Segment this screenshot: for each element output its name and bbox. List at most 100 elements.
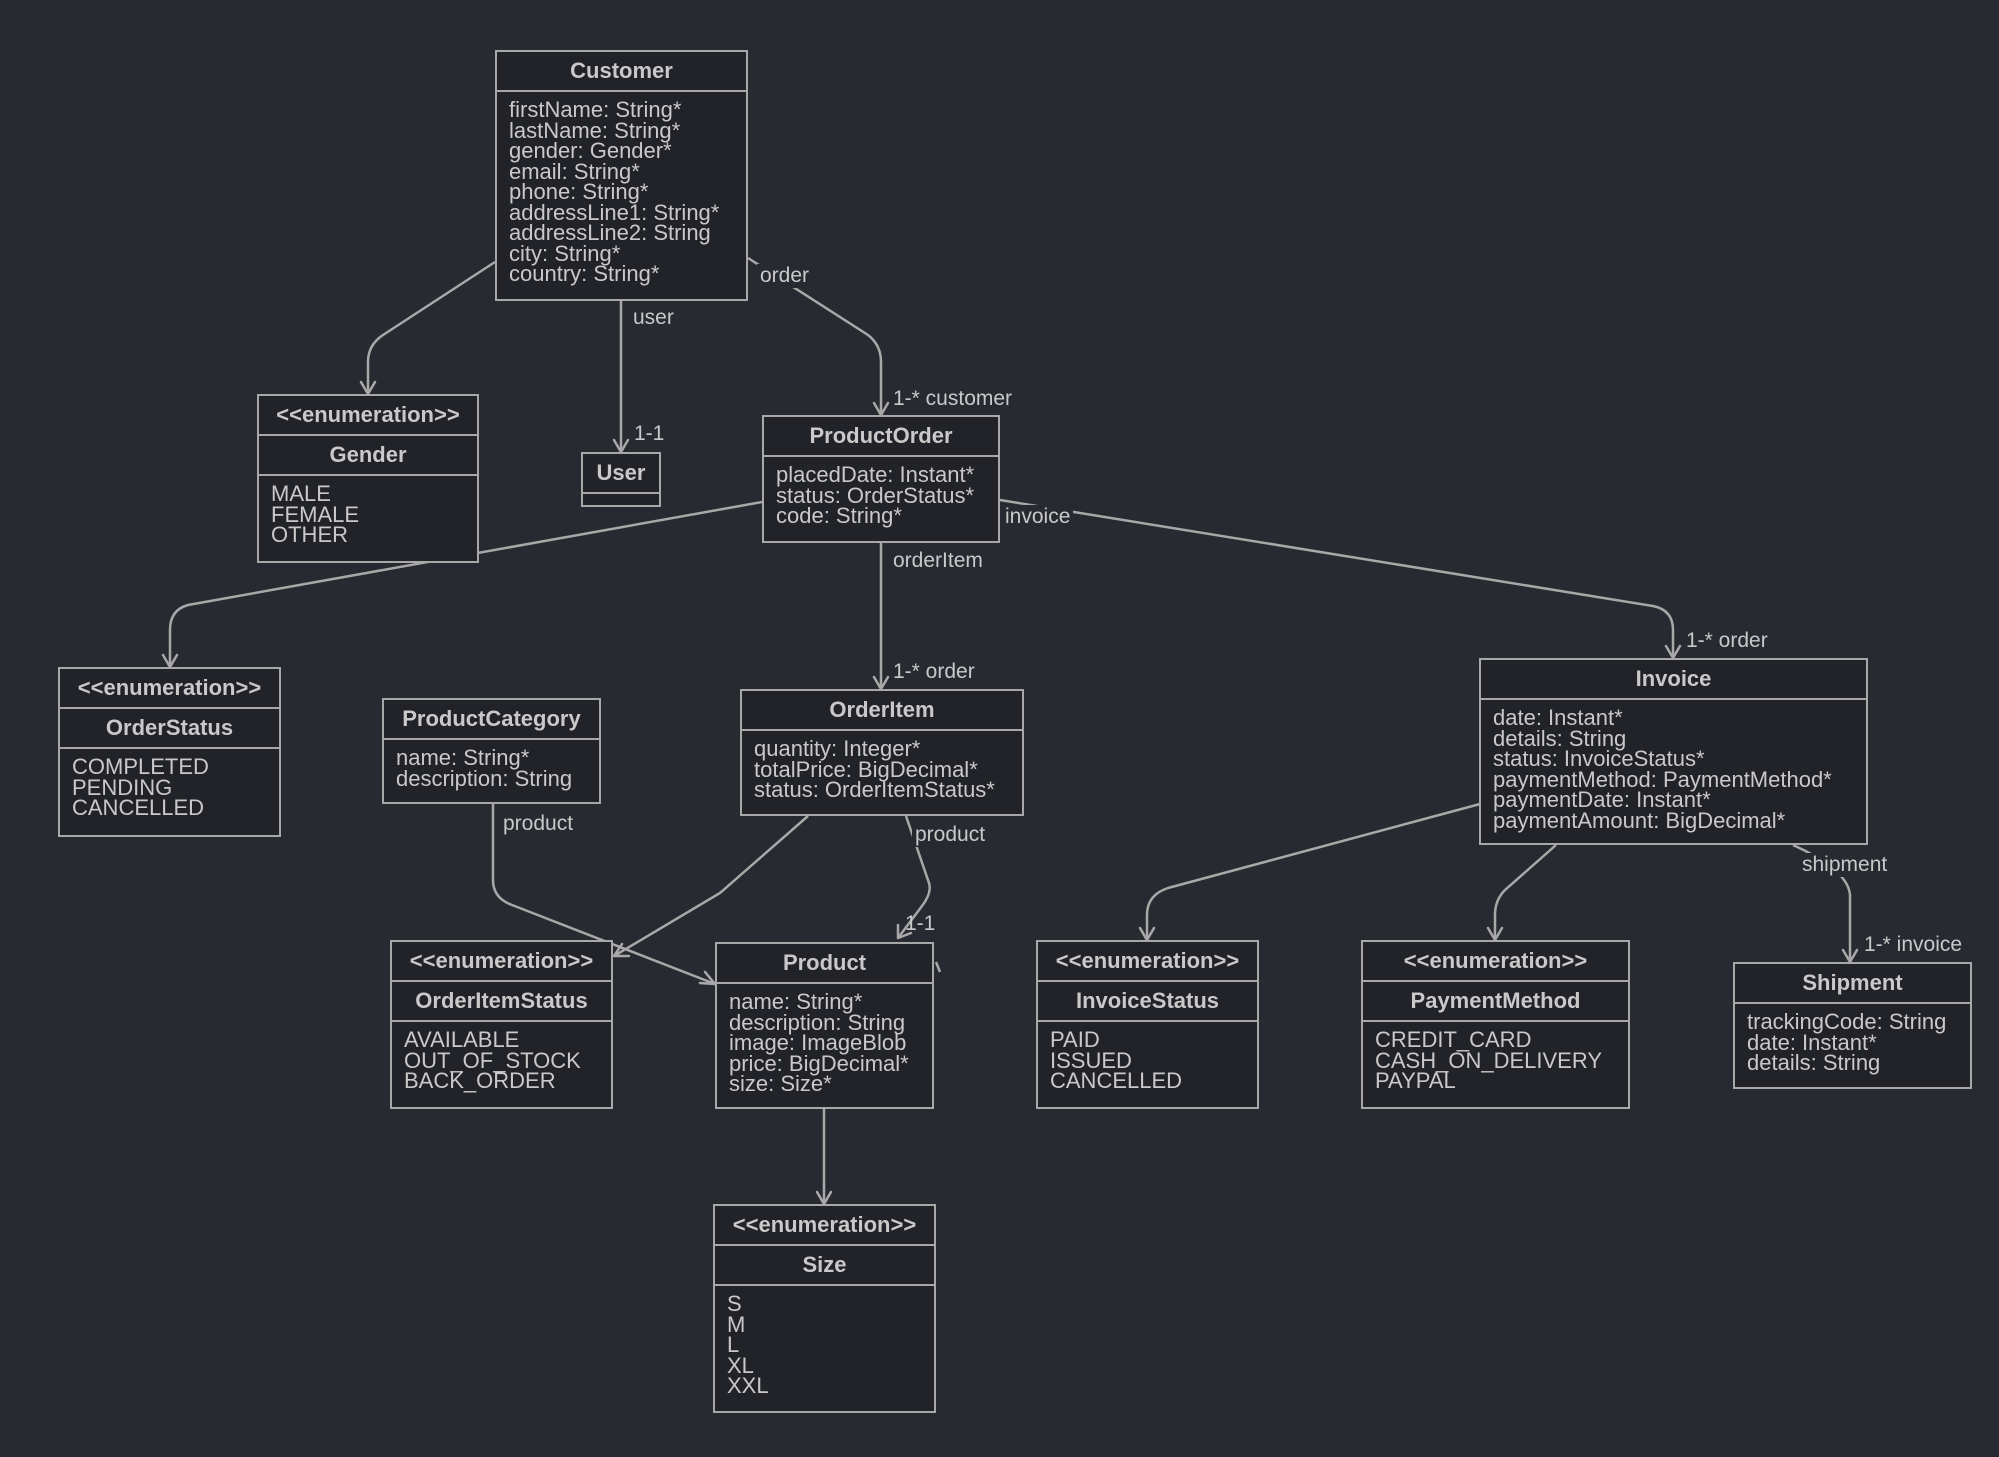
enum-paymentmethod[interactable]: <<enumeration>> PaymentMethod CREDIT_CAR… — [1361, 940, 1630, 1109]
enum-size-values: S M L XL XXL — [715, 1284, 934, 1403]
class-customer-attributes: firstName: String* lastName: String* gen… — [497, 90, 746, 291]
enum-orderitemstatus-stereotype: <<enumeration>> — [409, 948, 594, 973]
edge-orderitem-product — [897, 815, 931, 939]
class-customer[interactable]: Customer firstName: String* lastName: St… — [495, 50, 748, 301]
enum-orderitemstatus-name: OrderItemStatus — [392, 980, 611, 1020]
attribute: price: BigDecimal* — [729, 1050, 909, 1076]
class-user-name: User — [596, 460, 646, 485]
class-invoice[interactable]: Invoice date: Instant* details: String s… — [1479, 658, 1868, 845]
attribute: firstName: String* — [509, 97, 682, 122]
enum-value: L — [727, 1332, 740, 1357]
enum-value: AVAILABLE — [404, 1027, 520, 1052]
edge-label-invoice-shipment: shipment — [1799, 853, 1891, 877]
class-productorder-name: ProductOrder — [809, 423, 953, 448]
class-productcategory-name: ProductCategory — [402, 706, 581, 731]
enum-invoicestatus[interactable]: <<enumeration>> InvoiceStatus PAID ISSUE… — [1036, 940, 1259, 1109]
enum-value: CASH_ON_DELIVERY — [1375, 1047, 1603, 1073]
attribute: paymentMethod: PaymentMethod* — [1493, 766, 1832, 792]
class-invoice-name: Invoice — [1635, 666, 1712, 691]
edge-productcategory-product — [491, 804, 716, 986]
enum-value: CANCELLED — [1050, 1068, 1183, 1093]
class-orderitem-attributes: quantity: Integer* totalPrice: BigDecima… — [742, 729, 1022, 807]
edge-customer-productorder — [747, 256, 883, 413]
enum-paymentmethod-values: CREDIT_CARD CASH_ON_DELIVERY PAYPAL — [1363, 1020, 1628, 1098]
attribute: country: String* — [509, 261, 660, 286]
edge-label-shipment-invoice: 1-* invoice — [1861, 933, 1966, 957]
edge-label-order-customer: 1-* customer — [890, 387, 1016, 411]
enum-value: PAID — [1050, 1027, 1100, 1052]
attribute: date: Instant* — [1493, 705, 1623, 730]
enum-value: CREDIT_CARD — [1375, 1027, 1532, 1052]
enum-gender[interactable]: <<enumeration>> Gender MALE FEMALE OTHER — [257, 394, 479, 563]
attribute: date: Instant* — [1747, 1029, 1877, 1055]
class-shipment-attributes: trackingCode: String date: Instant* deta… — [1735, 1002, 1970, 1080]
enum-orderitemstatus[interactable]: <<enumeration>> OrderItemStatus AVAILABL… — [390, 940, 613, 1109]
edge-label-orderitem-product: product — [912, 823, 989, 847]
edge-invoice-paymentmethod — [1493, 844, 1557, 938]
edge-label-customer-user: user — [630, 306, 677, 330]
class-productorder-attributes: placedDate: Instant* status: OrderStatus… — [764, 455, 998, 533]
enum-invoicestatus-name: InvoiceStatus — [1038, 980, 1257, 1020]
edge-customer-gender — [366, 260, 496, 392]
attribute: details: String — [1747, 1050, 1881, 1075]
edge-productorder-orderstatus — [168, 500, 763, 665]
edge-label-customer-order: order — [757, 264, 813, 288]
attribute: email: String* — [509, 158, 640, 184]
edge-invoice-invoicestatus — [1145, 802, 1481, 938]
attribute: status: OrderStatus* — [776, 482, 975, 508]
enum-value: BACK_ORDER — [404, 1068, 556, 1093]
enum-value: S — [727, 1291, 742, 1316]
attribute: paymentAmount: BigDecimal* — [1493, 807, 1786, 833]
class-user-attributes — [583, 492, 659, 504]
class-productorder[interactable]: ProductOrder placedDate: Instant* status… — [762, 415, 1000, 543]
class-shipment-name: Shipment — [1802, 970, 1903, 995]
edge-tick — [934, 961, 942, 973]
edge-label-order-invoice: invoice — [1002, 505, 1074, 529]
enum-size-name: Size — [715, 1244, 934, 1284]
class-orderitem[interactable]: OrderItem quantity: Integer* totalPrice:… — [740, 689, 1024, 816]
enum-value: PENDING — [72, 774, 173, 800]
attribute: addressLine1: String* — [509, 199, 720, 225]
enum-gender-stereotype: <<enumeration>> — [276, 402, 460, 427]
attribute: phone: String* — [509, 179, 649, 204]
enum-orderstatus[interactable]: <<enumeration>> OrderStatus COMPLETED PE… — [58, 667, 281, 837]
attribute: size: Size* — [729, 1071, 832, 1096]
attribute: code: String* — [776, 503, 902, 528]
attribute: lastName: String* — [509, 117, 681, 143]
enum-paymentmethod-stereotype: <<enumeration>> — [1403, 948, 1588, 973]
enum-value: COMPLETED — [72, 754, 209, 779]
enum-value: OUT_OF_STOCK — [404, 1047, 581, 1073]
edge-orderitem-orderitemstatus — [613, 815, 809, 958]
edge-label-order-orderitem: orderItem — [890, 549, 986, 573]
attribute: name: String* — [729, 989, 863, 1014]
attribute: addressLine2: String — [509, 220, 711, 245]
enum-paymentmethod-name: PaymentMethod — [1363, 980, 1628, 1020]
enum-size[interactable]: <<enumeration>> Size S M L XL XXL — [713, 1204, 936, 1413]
attribute: quantity: Integer* — [754, 736, 921, 761]
edge-productorder-invoice — [999, 498, 1675, 656]
attribute: totalPrice: BigDecimal* — [754, 756, 978, 782]
edge-label-orderitem-order: 1-* order — [890, 660, 978, 684]
enum-value: ISSUED — [1050, 1047, 1132, 1073]
enum-gender-values: MALE FEMALE OTHER — [259, 474, 477, 552]
class-invoice-attributes: date: Instant* details: String status: I… — [1481, 698, 1866, 837]
attribute: details: String — [1493, 725, 1627, 751]
arrowhead-product-from-orderitem — [896, 923, 913, 940]
edge-label-user-multiplicity: 1-1 — [631, 422, 668, 446]
attribute: placedDate: Instant* — [776, 462, 975, 487]
enum-orderitemstatus-values: AVAILABLE OUT_OF_STOCK BACK_ORDER — [392, 1020, 611, 1098]
attribute: paymentDate: Instant* — [1493, 787, 1711, 812]
attribute: description: String — [396, 765, 573, 791]
class-orderitem-name: OrderItem — [829, 697, 935, 722]
class-user[interactable]: User — [581, 452, 661, 507]
enum-gender-name: Gender — [259, 434, 477, 474]
arrowhead-orderitemstatus — [612, 942, 631, 958]
attribute: description: String — [729, 1009, 906, 1035]
enum-value: XL — [727, 1352, 754, 1378]
class-product[interactable]: Product name: String* description: Strin… — [715, 942, 934, 1109]
class-productcategory[interactable]: ProductCategory name: String* descriptio… — [382, 698, 601, 804]
enum-value: PAYPAL — [1375, 1068, 1456, 1093]
class-shipment[interactable]: Shipment trackingCode: String date: Inst… — [1733, 962, 1972, 1089]
